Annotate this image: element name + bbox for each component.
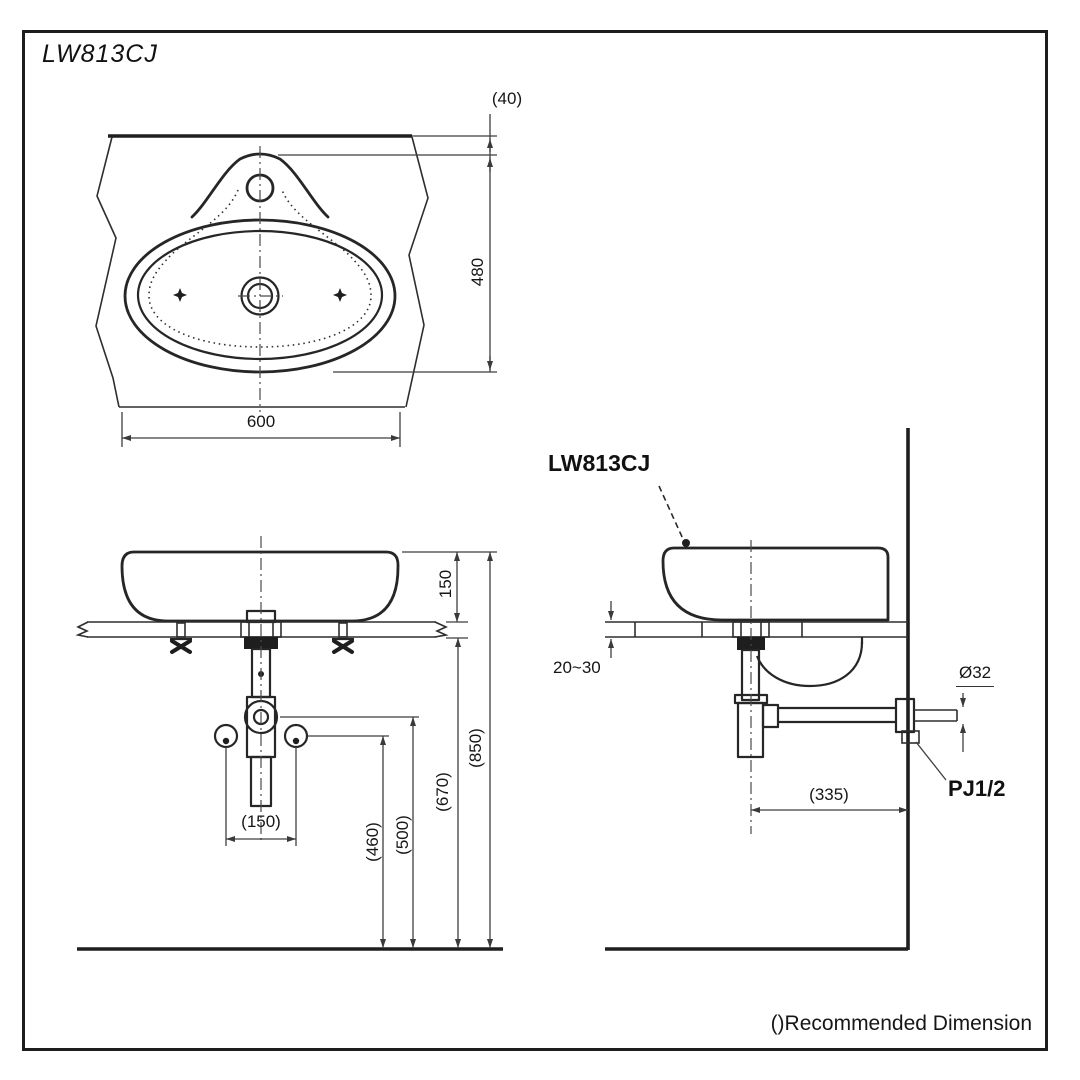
pipe-diameter-label: Ø32 — [956, 663, 995, 687]
pj-fitting — [901, 730, 920, 744]
supply-stub-left — [213, 723, 239, 749]
dim-20-30-label: 20~30 — [553, 658, 601, 677]
dim-600-label: 600 — [246, 412, 276, 431]
counter-top-view — [95, 134, 429, 408]
drawing-title: LW813CJ — [42, 40, 158, 68]
supply-stub-right — [283, 723, 309, 749]
dim-150-spacing-label: (150) — [241, 812, 281, 831]
dim-460-label: (460) — [362, 822, 382, 862]
front-view-drawing — [75, 536, 503, 951]
faucet-mark-right — [333, 288, 347, 302]
supply-hose — [755, 641, 864, 688]
drain-assembly-front — [240, 536, 282, 840]
mounting-bolt-left — [170, 622, 192, 654]
p-trap-assembly — [732, 540, 958, 834]
dim-670-label: (670) — [432, 772, 452, 812]
counter-front-view — [75, 621, 449, 638]
pj12-label: PJ1/2 — [948, 776, 1006, 801]
product-code-label: LW813CJ — [548, 450, 651, 476]
basin-outline — [123, 146, 397, 412]
dim-480-label: 480 — [467, 257, 487, 287]
top-view-drawing — [95, 114, 497, 447]
bowl-outline-side — [661, 546, 890, 622]
recommended-dimension-note: ()Recommended Dimension — [770, 1012, 1032, 1035]
dim-40-label: (40) — [491, 89, 523, 108]
faucet-mark-left — [173, 288, 187, 302]
dim-335-label: (335) — [809, 785, 849, 804]
side-view-dimensions — [608, 601, 966, 813]
side-view-drawing — [605, 428, 966, 951]
pj-leader — [915, 741, 947, 781]
drawing-frame — [22, 30, 1048, 1051]
top-view-dimensions — [121, 114, 497, 447]
product-code-leader — [658, 485, 690, 547]
dim-500-label: (500) — [392, 815, 412, 855]
bowl-outline — [120, 550, 400, 623]
inner-basin-dotted-outline — [148, 189, 372, 348]
dim-850-label: (850) — [465, 728, 485, 768]
dim-150-label: 150 — [435, 569, 455, 599]
counter-side-view — [605, 621, 908, 638]
mounting-bolt-right — [332, 622, 354, 654]
front-view-dimensions — [225, 551, 497, 948]
